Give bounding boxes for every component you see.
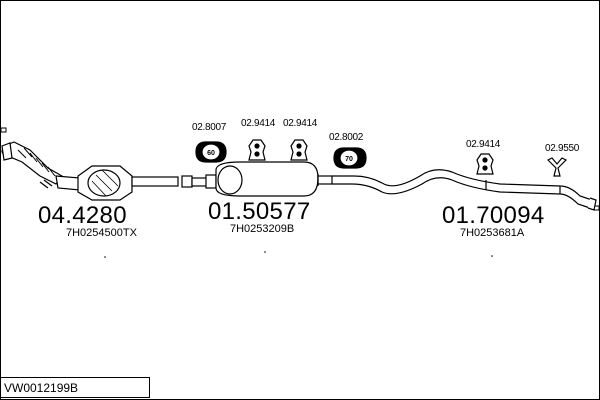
dot-3 [491,255,493,257]
accessory-label-1: 02.8007 [192,122,227,133]
dot-1 [104,256,106,258]
accessory-label-2: 02.9414 [241,118,276,129]
rubber-mount-70-icon [333,147,367,169]
oem-number-3: 7H0253681A [460,227,525,239]
main-part-number-2: 01.50577 [208,198,311,225]
hanger-clip-3-icon [476,153,494,175]
rear-pipe [332,169,597,211]
accessory-label-4: 02.8002 [329,132,364,143]
oem-number-1: 7H0254500TX [66,227,137,239]
middle-silencer [181,161,333,197]
rubber-mount-60-icon [195,141,227,163]
hanger-clip-1-icon [248,139,266,161]
oem-number-2: 7H0253209B [230,223,295,235]
badge-70: 70 [345,156,353,163]
accessory-label-3: 02.9414 [283,118,318,129]
diagram-code-box [0,377,150,398]
hanger-clip-2-icon [290,139,308,161]
diagram-code: VW0012199B [4,381,79,395]
dot-2 [264,251,266,253]
accessory-label-5: 02.9414 [466,139,501,150]
main-part-number-3: 01.70094 [442,202,545,229]
main-part-number-1: 04.4280 [38,202,127,229]
left-edge-marker [0,127,7,133]
front-pipe-catalytic-converter [1,141,179,201]
accessory-label-6: 02.9550 [545,143,580,154]
badge-60: 60 [207,150,215,157]
y-bracket-icon [546,157,568,177]
